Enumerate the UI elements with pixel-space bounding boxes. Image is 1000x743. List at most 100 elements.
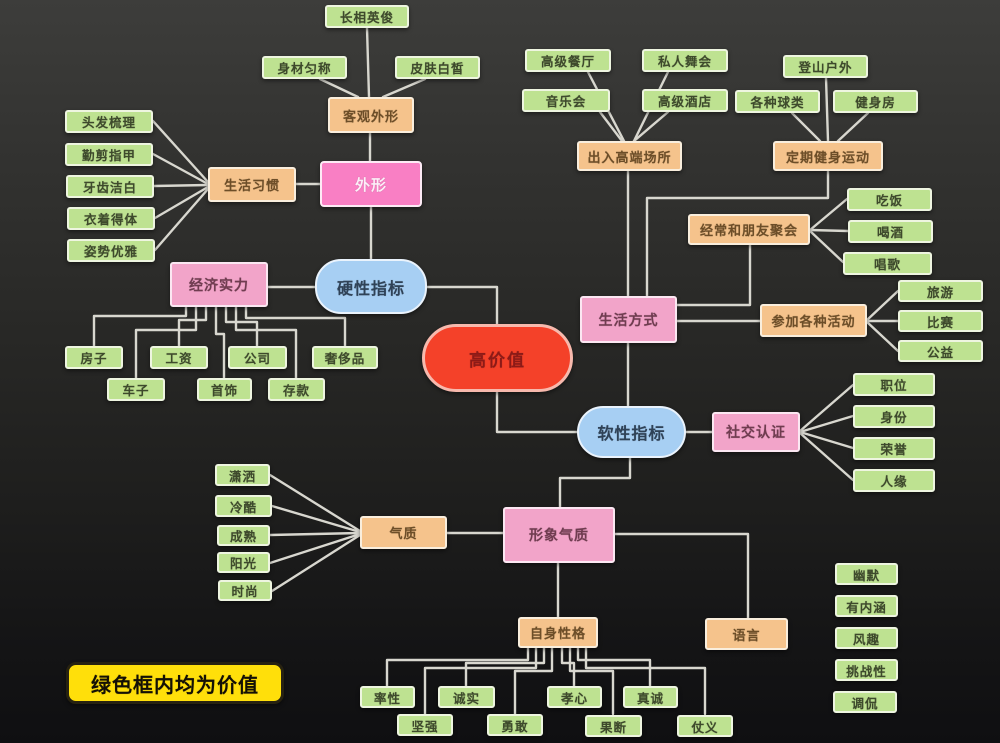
connector-line bbox=[558, 456, 632, 509]
node-honor[interactable]: 荣誉 bbox=[853, 437, 935, 460]
node-language[interactable]: 语言 bbox=[705, 618, 788, 650]
node-depth[interactable]: 有内涵 bbox=[835, 595, 898, 617]
node-soft-indicators[interactable]: 软性指标 bbox=[577, 406, 686, 458]
node-travel[interactable]: 旅游 bbox=[898, 280, 983, 302]
connector-line bbox=[798, 431, 855, 482]
node-concert[interactable]: 音乐会 bbox=[522, 89, 610, 112]
connector-line bbox=[153, 185, 210, 220]
connector-line bbox=[808, 197, 849, 232]
legend-note: 绿色框内均为价值 bbox=[66, 662, 284, 704]
node-filial[interactable]: 孝心 bbox=[547, 686, 602, 708]
node-handsome-face[interactable]: 长相英俊 bbox=[325, 5, 409, 28]
connector-line bbox=[177, 305, 208, 348]
connector-line bbox=[365, 26, 371, 99]
connector-line bbox=[381, 77, 427, 99]
connector-line bbox=[865, 289, 900, 322]
node-decisive[interactable]: 果断 bbox=[585, 715, 642, 737]
node-savings[interactable]: 存款 bbox=[268, 378, 325, 401]
node-singing[interactable]: 唱歌 bbox=[843, 252, 932, 275]
connector-line bbox=[798, 383, 855, 433]
connector-line bbox=[824, 76, 830, 143]
node-challenging[interactable]: 挑战性 bbox=[835, 659, 898, 681]
node-trim-nails[interactable]: 勤剪指甲 bbox=[65, 143, 153, 166]
connector-line bbox=[153, 187, 210, 252]
node-fine-restaurant[interactable]: 高级餐厅 bbox=[525, 49, 611, 72]
node-competition[interactable]: 比赛 bbox=[898, 310, 983, 332]
node-ball-sports[interactable]: 各种球类 bbox=[735, 90, 820, 113]
node-social-proof[interactable]: 社交认证 bbox=[712, 412, 800, 452]
connector-line bbox=[214, 305, 226, 380]
connector-line bbox=[836, 111, 870, 143]
node-objective-looks[interactable]: 客观外形 bbox=[328, 97, 414, 133]
connector-line bbox=[151, 152, 210, 186]
node-hair-grooming[interactable]: 头发梳理 bbox=[65, 110, 153, 133]
node-elegant-posture[interactable]: 姿势优雅 bbox=[67, 239, 155, 262]
node-white-teeth[interactable]: 牙齿洁白 bbox=[66, 175, 154, 198]
connector-line bbox=[576, 646, 652, 688]
node-good-figure[interactable]: 身材匀称 bbox=[262, 56, 347, 79]
node-drinking[interactable]: 喝酒 bbox=[848, 220, 933, 243]
connector-line bbox=[270, 504, 362, 534]
connector-line bbox=[798, 414, 855, 434]
node-strong[interactable]: 坚强 bbox=[397, 714, 453, 736]
connector-line bbox=[560, 646, 576, 688]
node-salary[interactable]: 工资 bbox=[150, 346, 208, 369]
node-wit[interactable]: 风趣 bbox=[835, 627, 898, 649]
connector-line bbox=[865, 320, 900, 353]
connector-line bbox=[268, 531, 362, 537]
connector-line bbox=[798, 430, 855, 450]
node-proper-dress[interactable]: 衣着得体 bbox=[67, 207, 155, 230]
node-banter[interactable]: 调侃 bbox=[833, 691, 897, 713]
connector-line bbox=[423, 646, 538, 716]
connector-line bbox=[790, 111, 822, 143]
node-highend-venues[interactable]: 出入高端场所 bbox=[577, 141, 682, 171]
node-sunny[interactable]: 阳光 bbox=[217, 552, 270, 573]
node-regular-fitness[interactable]: 定期健身运动 bbox=[773, 141, 883, 171]
node-house[interactable]: 房子 bbox=[65, 346, 123, 369]
node-fashionable[interactable]: 时尚 bbox=[218, 580, 272, 601]
node-high-value[interactable]: 高价值 bbox=[422, 324, 573, 392]
node-mature[interactable]: 成熟 bbox=[217, 525, 270, 546]
node-private-party[interactable]: 私人舞会 bbox=[642, 49, 728, 72]
connector-line bbox=[568, 646, 615, 716]
connector-line bbox=[808, 229, 845, 264]
node-car[interactable]: 车子 bbox=[107, 378, 165, 401]
node-outdoor-climbing[interactable]: 登山户外 bbox=[783, 55, 868, 78]
node-sincere[interactable]: 真诚 bbox=[623, 686, 678, 708]
node-loyal[interactable]: 仗义 bbox=[677, 715, 733, 737]
connector-line bbox=[464, 646, 546, 688]
node-gym[interactable]: 健身房 bbox=[833, 90, 918, 113]
node-temperament[interactable]: 气质 bbox=[360, 516, 447, 549]
connector-line bbox=[318, 77, 360, 99]
node-brave[interactable]: 勇敢 bbox=[487, 714, 543, 736]
node-own-character[interactable]: 自身性格 bbox=[518, 617, 598, 648]
node-spontaneous[interactable]: 率性 bbox=[360, 686, 415, 708]
node-various-activities[interactable]: 参加各种活动 bbox=[760, 304, 867, 337]
connector-line bbox=[613, 532, 750, 620]
node-luxury-hotel[interactable]: 高级酒店 bbox=[642, 89, 728, 112]
node-friend-gatherings[interactable]: 经常和朋友聚会 bbox=[688, 214, 810, 245]
node-economic-strength[interactable]: 经济实力 bbox=[170, 262, 268, 307]
node-luxury-goods[interactable]: 奢侈品 bbox=[312, 346, 378, 369]
node-jewelry[interactable]: 首饰 bbox=[197, 378, 252, 401]
node-appearance[interactable]: 外形 bbox=[320, 161, 422, 207]
node-lifestyle[interactable]: 生活方式 bbox=[580, 296, 677, 343]
connector-line bbox=[224, 305, 259, 348]
node-unrestrained[interactable]: 潇洒 bbox=[215, 464, 270, 486]
node-honest[interactable]: 诚实 bbox=[438, 686, 495, 708]
connector-line bbox=[134, 305, 198, 380]
node-company[interactable]: 公司 bbox=[228, 346, 287, 369]
node-popularity[interactable]: 人缘 bbox=[853, 469, 935, 492]
node-position[interactable]: 职位 bbox=[853, 373, 935, 396]
node-living-habits[interactable]: 生活习惯 bbox=[208, 167, 296, 202]
node-charity[interactable]: 公益 bbox=[898, 340, 983, 362]
connector-line bbox=[632, 110, 670, 143]
node-fair-skin[interactable]: 皮肤白皙 bbox=[395, 56, 480, 79]
node-image-temperament[interactable]: 形象气质 bbox=[503, 507, 615, 563]
node-hard-indicators[interactable]: 硬性指标 bbox=[315, 259, 427, 314]
node-cool[interactable]: 冷酷 bbox=[215, 495, 272, 517]
node-status[interactable]: 身份 bbox=[853, 405, 935, 428]
node-dining[interactable]: 吃饭 bbox=[847, 188, 932, 211]
node-humor[interactable]: 幽默 bbox=[835, 563, 898, 585]
